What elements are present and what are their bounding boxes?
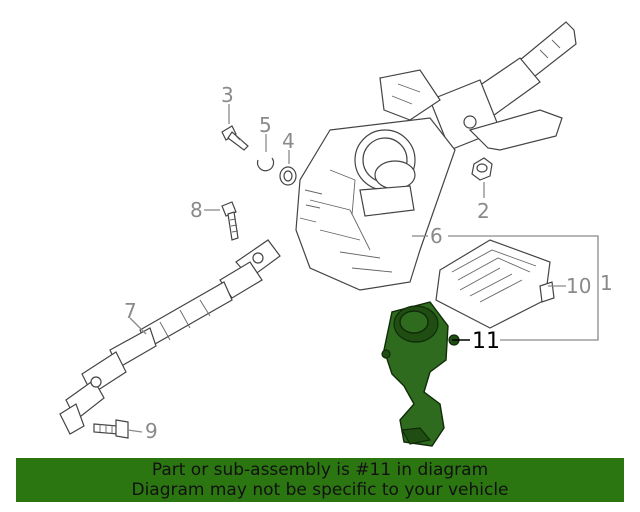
steering-column-upper-shaft [429,21,577,151]
part-info-banner: Part or sub-assembly is #11 in diagram D… [16,458,624,502]
leader-1-bracket [448,235,599,341]
leader-7 [129,317,147,335]
callout-11: 11 [472,329,500,354]
callout-3: 3 [221,83,234,107]
bolt-8 [221,201,239,241]
leader-9 [127,429,143,433]
callout-6: 6 [430,224,443,248]
banner-line-2: Diagram may not be specific to your vehi… [131,480,509,500]
callout-5: 5 [259,113,272,137]
callout-10: 10 [566,274,591,298]
intermediate-shaft-7 [59,239,281,435]
bolt-9 [93,419,129,439]
callout-7: 7 [124,299,137,323]
clip-5 [256,157,275,172]
motor-assembly-11-highlighted [381,301,460,447]
callout-1: 1 [600,271,613,295]
control-module-10 [435,239,555,329]
callout-8: 8 [190,198,203,222]
bolt-3 [221,125,249,151]
banner-line-1: Part or sub-assembly is #11 in diagram [151,460,489,480]
callout-4: 4 [282,129,295,153]
column-housing-6 [295,117,456,291]
parts-diagram: 3 5 4 8 2 6 7 9 10 1 11 [59,21,613,447]
nut-2 [471,157,493,181]
callout-9: 9 [145,419,158,443]
callout-2: 2 [477,199,490,223]
washer-4 [279,166,297,186]
column-mount-lever [379,69,563,151]
